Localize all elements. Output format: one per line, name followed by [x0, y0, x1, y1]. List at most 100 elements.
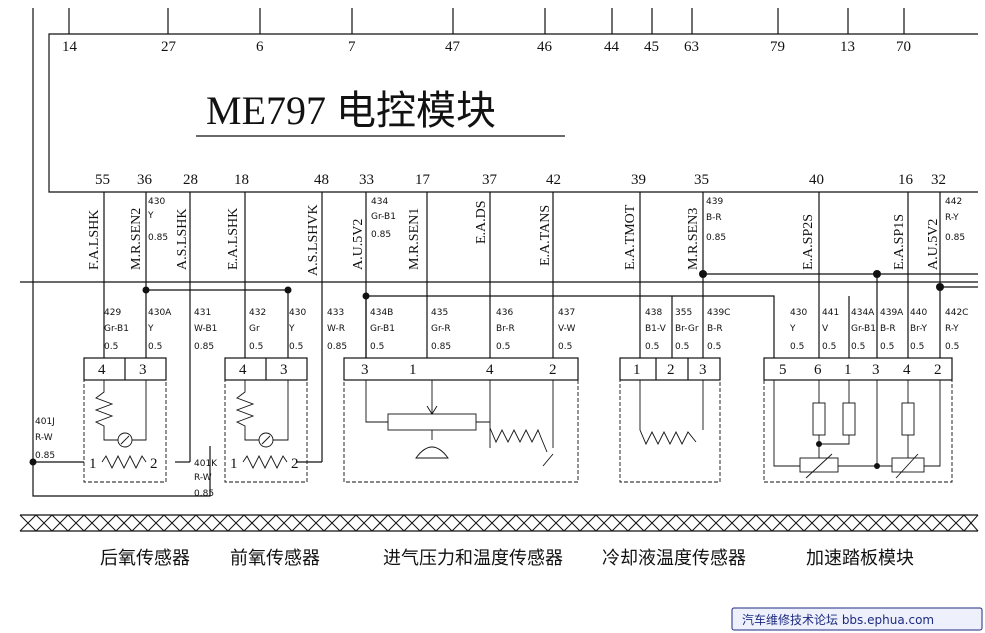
top-pin: 6	[256, 39, 264, 55]
bottom-pin: 16	[898, 172, 914, 188]
wire-code: 434B	[370, 308, 393, 318]
wire-code: V-W	[558, 324, 576, 334]
bottom-pin: 40	[809, 172, 824, 188]
wire-code: 0.5	[707, 342, 721, 352]
wire-code: 434A	[851, 308, 875, 318]
wire-code: 0.5	[370, 342, 384, 352]
bottom-pin: 33	[359, 172, 374, 188]
wire-code: Gr-B1	[371, 212, 396, 222]
wire-code: 440	[910, 308, 927, 318]
top-pin: 13	[840, 39, 855, 55]
wire-code: 434	[371, 197, 388, 207]
connector-pin: 3	[139, 362, 147, 378]
connector-pin: 4	[239, 362, 247, 378]
wire-code: 437	[558, 308, 575, 318]
ground-strip	[19, 514, 979, 532]
wire-code: 0.5	[851, 342, 865, 352]
connector-pin: 1	[89, 456, 97, 472]
wire-code: 0.5	[945, 342, 959, 352]
wire-code: 430	[289, 308, 306, 318]
wire-code: B-R	[707, 324, 723, 334]
caption-pedal: 加速踏板模块	[806, 548, 914, 569]
top-pin: 7	[348, 39, 356, 55]
bottom-pin: 17	[415, 172, 431, 188]
top-pin: 44	[604, 39, 620, 55]
signal-label: A.S.LSHVK	[306, 204, 321, 276]
top-pin: 63	[684, 39, 699, 55]
ecu-module: ME797 电控模块	[48, 33, 978, 193]
wire-code: Gr	[249, 324, 260, 334]
wire-code: 0.5	[289, 342, 303, 352]
top-pin: 46	[537, 39, 553, 55]
signal-label: E.A.LSHK	[226, 208, 241, 270]
front-o2-sensor: 4 3 1 2	[224, 357, 308, 483]
signal-label: M.R.SEN1	[407, 208, 422, 270]
wire-code: 442C	[945, 308, 968, 318]
wire-code: B-R	[880, 324, 896, 334]
signal-label: F.A.LSHK	[87, 210, 102, 270]
wire-code: 439C	[707, 308, 730, 318]
wire-code: R-Y	[945, 324, 959, 334]
signal-label: E.A.TMOT	[623, 204, 638, 270]
wire-code: W-R	[327, 324, 345, 334]
signal-names: F.A.LSHK M.R.SEN2 A.S.LSHK E.A.LSHK A.S.…	[87, 200, 941, 276]
wire-code: 442	[945, 197, 962, 207]
wire-code: R-W	[35, 433, 53, 443]
signal-label: M.R.SEN3	[686, 208, 701, 270]
wire-code: V	[822, 324, 829, 334]
connector-pin: 4	[98, 362, 106, 378]
wire-code: 0.85	[148, 233, 168, 243]
caption-front-o2: 前氧传感器	[230, 548, 320, 569]
wire-code: 355	[675, 308, 692, 318]
wire-code: Gr-B1	[370, 324, 395, 334]
wire-code: 0.85	[371, 230, 391, 240]
watermark-text: 汽车维修技术论坛 bbs.ephua.com	[742, 612, 934, 627]
connector-pin: 3	[280, 362, 288, 378]
bottom-pin: 55	[95, 172, 110, 188]
wire-code: 0.5	[822, 342, 836, 352]
connector-pin: 2	[291, 456, 299, 472]
wire-code: Br-R	[496, 324, 515, 334]
bottom-pin: 35	[694, 172, 709, 188]
top-pin: 45	[644, 39, 659, 55]
wire-code: 438	[645, 308, 662, 318]
wire-code: 441	[822, 308, 839, 318]
module-title: ME797 电控模块	[206, 88, 496, 133]
wire-code: 439	[706, 197, 723, 207]
signal-label: M.R.SEN2	[129, 208, 144, 270]
connector-pin: 2	[667, 362, 675, 378]
bottom-pin: 42	[546, 172, 561, 188]
caption-rear-o2: 后氧传感器	[100, 548, 190, 569]
wire-code: W-B1	[194, 324, 217, 334]
wire-code: R-Y	[945, 213, 959, 223]
wire-code: 433	[327, 308, 344, 318]
wire-code: Br-Gr	[675, 324, 699, 334]
wire-code: 0.85	[706, 233, 726, 243]
wire-code: 430	[148, 197, 165, 207]
bottom-pin: 48	[314, 172, 329, 188]
map-iat-sensor: 3 1 4 2	[343, 357, 579, 483]
top-pin: 70	[896, 39, 911, 55]
wire-code: 432	[249, 308, 266, 318]
top-pin: 14	[62, 39, 78, 55]
bottom-pin-numbers: 55 36 28 18 48 33 17 37 42 39 35 40 16 3…	[95, 172, 946, 188]
connector-pin: 1	[633, 362, 641, 378]
wire-code: B1-V	[645, 324, 667, 334]
wire-code: 0.85	[194, 489, 214, 499]
connector-wire-codes: 429 Gr-B1 0.5 430A Y 0.5 431 W-B1 0.85 4…	[35, 308, 968, 499]
connector-pin: 2	[934, 362, 942, 378]
bottom-pin: 39	[631, 172, 646, 188]
wire-code: 430	[790, 308, 807, 318]
wire-code: Y	[147, 211, 154, 221]
wire-code: 0.5	[645, 342, 659, 352]
wire-code: 430A	[148, 308, 172, 318]
wire-code: Y	[789, 324, 796, 334]
wire-code: R-W	[194, 473, 212, 483]
connector-pin: 5	[779, 362, 787, 378]
bottom-pin: 32	[931, 172, 946, 188]
caption-map-iat: 进气压力和温度传感器	[383, 548, 563, 569]
connector-pin: 6	[814, 362, 822, 378]
wire-code: 0.5	[558, 342, 572, 352]
wire-code: Gr-R	[431, 324, 451, 334]
